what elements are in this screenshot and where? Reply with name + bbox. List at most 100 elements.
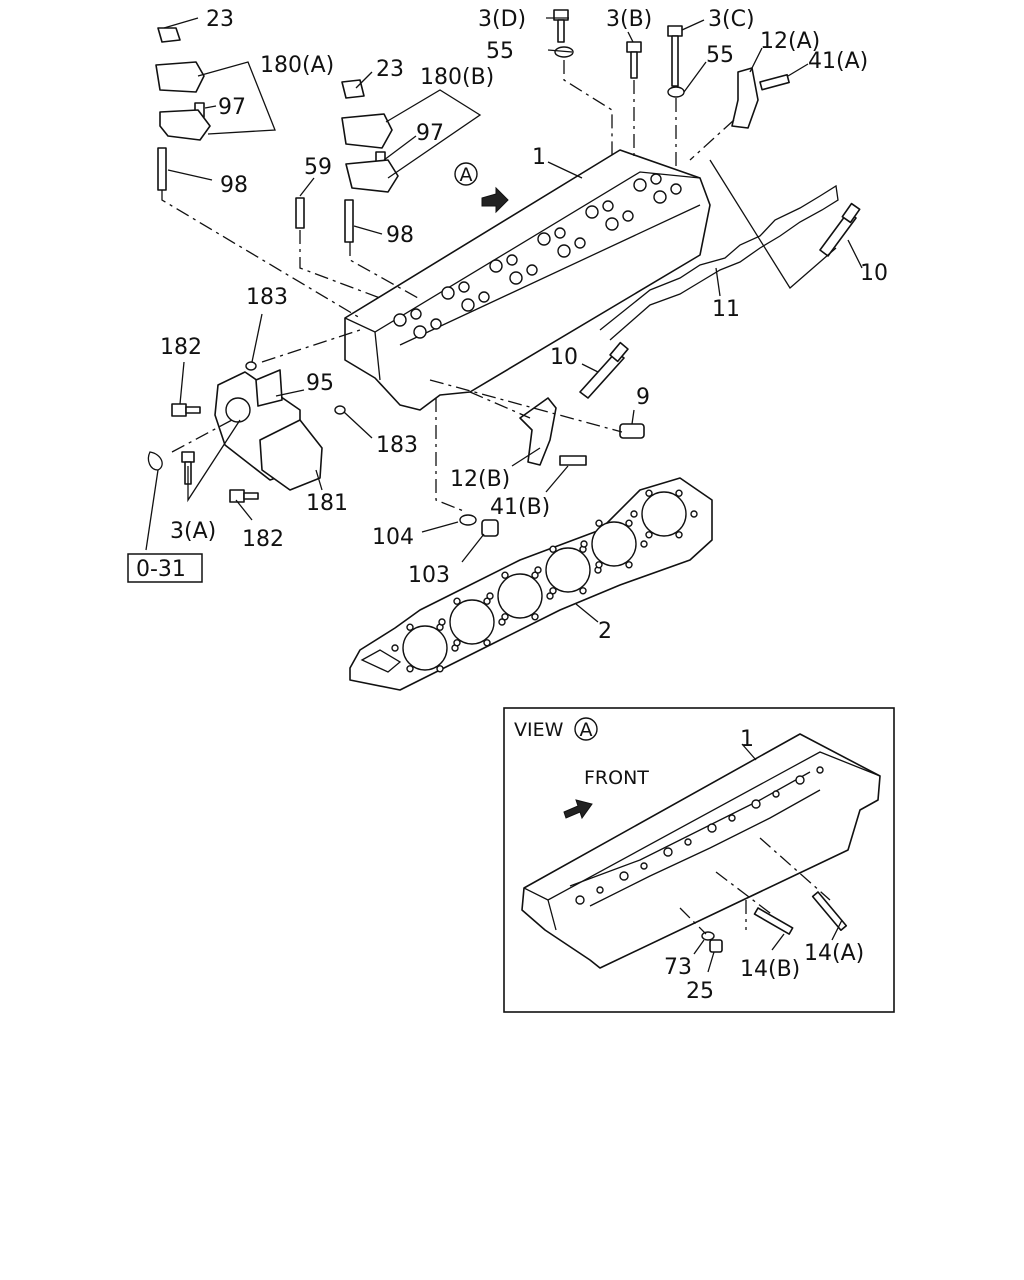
valve-port bbox=[526, 264, 538, 276]
o-ring-183-lower bbox=[334, 405, 346, 415]
label-104: 104 bbox=[372, 525, 414, 550]
label-183a: 183 bbox=[246, 285, 288, 310]
sensor-9 bbox=[619, 423, 645, 439]
inset-port bbox=[596, 886, 604, 894]
label-180a: 180(A) bbox=[260, 53, 334, 78]
valve-port bbox=[509, 271, 523, 285]
valve-port bbox=[557, 244, 571, 258]
gasket-bolt-hole bbox=[391, 644, 399, 652]
inset-cylinder-head bbox=[521, 733, 881, 969]
valve-port bbox=[650, 173, 662, 185]
valve-port bbox=[458, 281, 470, 293]
label-55b: 55 bbox=[706, 43, 734, 68]
inset-leaders bbox=[679, 743, 843, 973]
inset-label-25: 25 bbox=[686, 979, 714, 1004]
label-103: 103 bbox=[408, 563, 450, 588]
valve-port bbox=[393, 313, 407, 327]
gasket-bore bbox=[591, 521, 637, 567]
gasket-bolt-hole bbox=[483, 597, 491, 605]
bracket-12b bbox=[519, 397, 587, 466]
inset-port bbox=[795, 775, 805, 785]
dashed-guide-lines bbox=[161, 60, 735, 513]
valve-port bbox=[489, 259, 503, 273]
valve-port bbox=[410, 308, 422, 320]
gasket-bolt-hole bbox=[486, 592, 494, 600]
valve-port bbox=[554, 227, 566, 239]
gasket-bolt-hole bbox=[630, 510, 638, 518]
gasket-bore bbox=[545, 547, 591, 593]
glow-plug-upper bbox=[819, 202, 861, 257]
valve-port bbox=[478, 291, 490, 303]
inset-port bbox=[663, 847, 673, 857]
inset-title: VIEW bbox=[514, 719, 564, 741]
label-55a: 55 bbox=[486, 39, 514, 64]
valve-port bbox=[622, 210, 634, 222]
front-label: FRONT bbox=[584, 767, 649, 789]
label-2: 2 bbox=[598, 619, 612, 644]
label-59: 59 bbox=[304, 155, 332, 180]
label-9: 9 bbox=[636, 385, 650, 410]
label-10b: 10 bbox=[550, 345, 578, 370]
valve-port bbox=[602, 200, 614, 212]
label-1: 1 bbox=[532, 145, 546, 170]
inset-marker: A bbox=[580, 719, 593, 741]
label-97a: 97 bbox=[218, 95, 246, 120]
gasket-bolt-hole bbox=[546, 592, 554, 600]
reference-box bbox=[127, 553, 203, 583]
gasket-bolt-hole bbox=[595, 519, 603, 527]
valve-port bbox=[585, 205, 599, 219]
inset-circle-icon bbox=[574, 717, 598, 741]
label-12b: 12(B) bbox=[450, 467, 510, 492]
inset-port bbox=[751, 799, 761, 809]
valve-port bbox=[441, 286, 455, 300]
label-183b: 183 bbox=[376, 433, 418, 458]
glow-plug-lower bbox=[579, 341, 629, 399]
leader-lines bbox=[145, 17, 863, 623]
gasket-bolt-hole bbox=[438, 618, 446, 626]
valve-port bbox=[537, 232, 551, 246]
inset-label-1: 1 bbox=[740, 727, 754, 752]
valve-port bbox=[461, 298, 475, 312]
inset-studs bbox=[701, 891, 848, 953]
valve-port bbox=[633, 178, 647, 192]
cylinder-head bbox=[344, 149, 711, 411]
head-gasket bbox=[349, 477, 713, 691]
label-3d: 3(D) bbox=[478, 7, 526, 32]
gasket-bolt-hole bbox=[645, 531, 653, 539]
view-a-inset: VIEW A FRONT 1 bbox=[503, 707, 895, 1013]
front-arrow-icon bbox=[563, 799, 593, 820]
gasket-bolt-hole bbox=[483, 639, 491, 647]
part-labels: 23 180(A) 97 98 23 180(B) 97 59 98 3(D) … bbox=[136, 7, 888, 644]
gasket-bolt-hole bbox=[406, 623, 414, 631]
inset-label-14b: 14(B) bbox=[740, 957, 800, 982]
inset-port bbox=[684, 838, 692, 846]
valve-port bbox=[506, 254, 518, 266]
bracket-12a bbox=[731, 67, 790, 129]
bracket-180b-group bbox=[295, 79, 399, 243]
label-3c: 3(C) bbox=[708, 7, 755, 32]
gasket-bolt-hole bbox=[595, 561, 603, 569]
inset-port bbox=[816, 766, 824, 774]
inset-port bbox=[619, 871, 629, 881]
inset-port bbox=[707, 823, 717, 833]
plug-103-washer-104 bbox=[459, 514, 499, 537]
inset-port bbox=[640, 862, 648, 870]
label-0-31: 0-31 bbox=[136, 557, 186, 582]
gasket-bolt-hole bbox=[453, 597, 461, 605]
label-41a: 41(A) bbox=[808, 49, 868, 74]
gasket-bolt-hole bbox=[453, 639, 461, 647]
gasket-bolt-hole bbox=[531, 613, 539, 621]
bracket-180a-group bbox=[155, 27, 211, 191]
gasket-bolt-hole bbox=[531, 571, 539, 579]
label-181: 181 bbox=[306, 491, 348, 516]
label-95: 95 bbox=[306, 371, 334, 396]
gasket-bolt-hole bbox=[675, 489, 683, 497]
gasket-strip-11 bbox=[599, 184, 839, 341]
valve-port bbox=[670, 183, 682, 195]
inset-port bbox=[575, 895, 585, 905]
valve-port bbox=[605, 217, 619, 231]
gasket-bolt-hole bbox=[690, 510, 698, 518]
valve-port bbox=[430, 318, 442, 330]
valve-port bbox=[653, 190, 667, 204]
label-97b: 97 bbox=[416, 121, 444, 146]
